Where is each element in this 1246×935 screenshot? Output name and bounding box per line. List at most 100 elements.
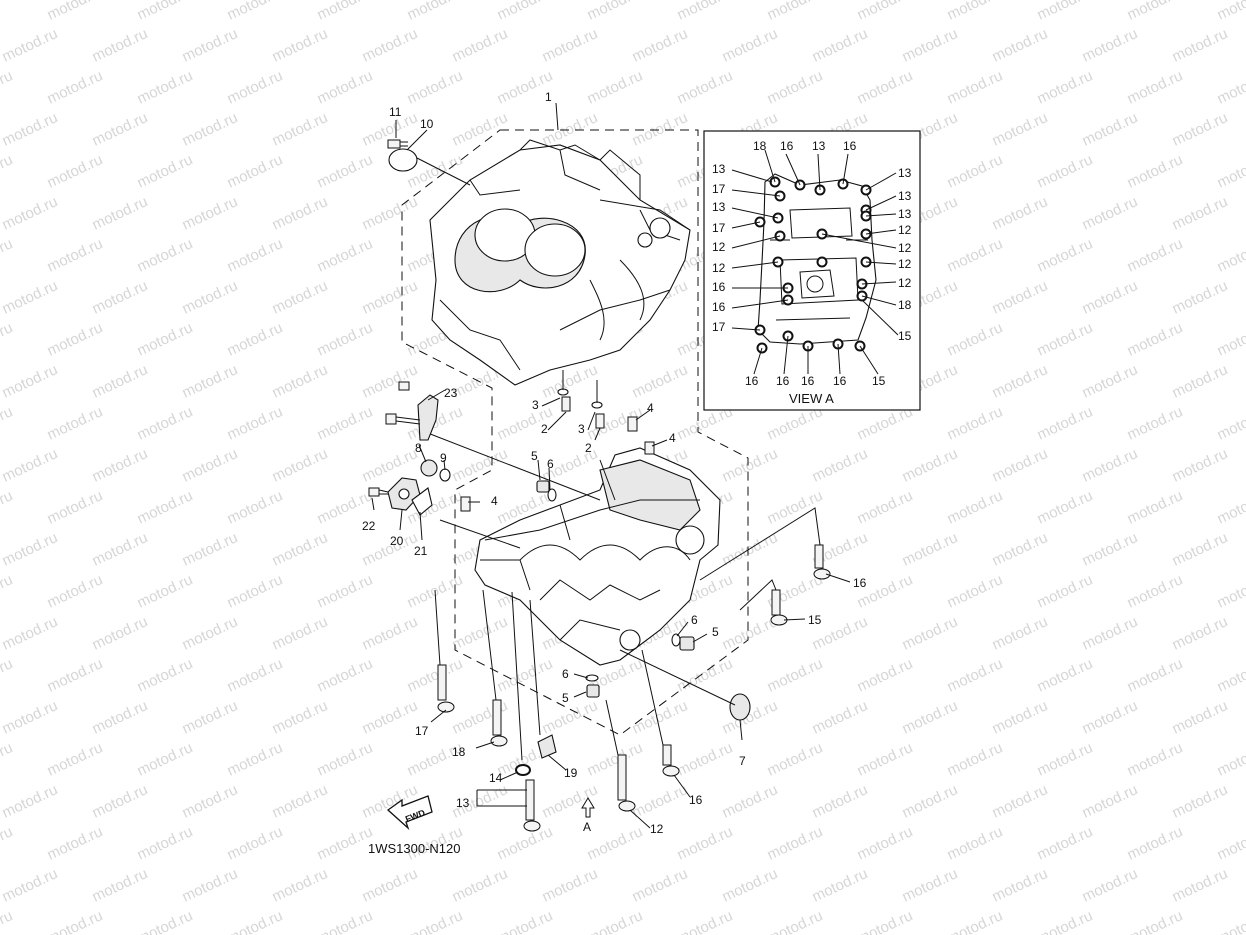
watermark-text: motod.ru (360, 613, 421, 653)
watermark-text: motod.ru (0, 193, 60, 233)
watermark-text: motod.ru (0, 319, 15, 359)
watermark-text: motod.ru (585, 739, 646, 779)
watermark-text: motod.ru (1125, 403, 1186, 443)
watermark-text: motod.ru (0, 823, 15, 863)
watermark-text: motod.ru (1080, 529, 1141, 569)
watermark-text: motod.ru (1035, 319, 1096, 359)
callout-4c: 4 (491, 494, 498, 508)
watermark-text: motod.ru (900, 613, 961, 653)
watermark-text: motod.ru (1035, 0, 1096, 24)
watermark-text: motod.ru (1125, 487, 1186, 527)
watermark-text: motod.ru (1035, 235, 1096, 275)
watermark-text: motod.ru (990, 193, 1051, 233)
watermark-text: motod.ru (0, 403, 15, 443)
watermark-text: motod.ru (180, 865, 241, 905)
watermark-text: motod.ru (0, 277, 60, 317)
watermark-text: motod.ru (1215, 739, 1246, 779)
watermark-text: motod.ru (1035, 571, 1096, 611)
watermark-text: motod.ru (765, 739, 826, 779)
watermark-text: motod.ru (315, 571, 376, 611)
watermark-text: motod.ru (180, 697, 241, 737)
watermark-text: motod.ru (1170, 25, 1231, 65)
watermark-text: motod.ru (855, 0, 916, 24)
watermark-text: motod.ru (945, 319, 1006, 359)
view-a-arrow: A (581, 797, 595, 834)
watermark-text: motod.ru (315, 151, 376, 191)
watermark-text: motod.ru (1170, 529, 1231, 569)
watermark-text: motod.ru (0, 697, 60, 737)
watermark-text: motod.ru (0, 655, 15, 695)
watermark-text: motod.ru (765, 487, 826, 527)
watermark-text: motod.ru (855, 907, 916, 935)
watermark-text: motod.ru (1080, 193, 1141, 233)
callout-19: 19 (564, 766, 578, 780)
watermark-text: motod.ru (675, 655, 736, 695)
va-right-1: 13 (898, 189, 912, 203)
watermark-text: motod.ru (135, 67, 196, 107)
watermark-text: motod.ru (450, 613, 511, 653)
watermark-text: motod.ru (900, 529, 961, 569)
upper-crankcase (401, 129, 749, 736)
watermark-text: motod.ru (630, 781, 691, 821)
va-right-4: 12 (898, 241, 912, 255)
watermark-text: motod.ru (45, 571, 106, 611)
watermark-text: motod.ru (1080, 613, 1141, 653)
watermark-text: motod.ru (135, 907, 196, 935)
watermark-text: motod.ru (45, 823, 106, 863)
watermark-text: motod.ru (1170, 193, 1231, 233)
va-left-8: 17 (712, 320, 726, 334)
watermark-text: motod.ru (1080, 865, 1141, 905)
watermark-text: motod.ru (945, 0, 1006, 24)
bolt-head-marker (816, 256, 828, 268)
callout-21: 21 (414, 544, 428, 558)
watermark-text: motod.ru (450, 865, 511, 905)
watermark-text: motod.ru (1080, 361, 1141, 401)
watermark-text: motod.ru (180, 109, 241, 149)
callout-6b: 6 (691, 613, 698, 627)
watermark-text: motod.ru (0, 571, 15, 611)
watermark-text: motod.ru (0, 865, 60, 905)
va-right-7: 18 (898, 298, 912, 312)
watermark-text: motod.ru (1125, 739, 1186, 779)
watermark-text: motod.ru (1125, 655, 1186, 695)
watermark-text: motod.ru (315, 67, 376, 107)
callout-12: 12 (650, 822, 664, 836)
watermark-text: motod.ru (1215, 907, 1246, 935)
watermark-text: motod.ru (945, 487, 1006, 527)
watermark-text: motod.ru (720, 865, 781, 905)
watermark-text: motod.ru (1170, 277, 1231, 317)
watermark-text: motod.ru (0, 613, 60, 653)
va-left-5: 12 (712, 261, 726, 275)
va-left-4: 12 (712, 240, 726, 254)
watermark-text: motod.ru (135, 0, 196, 24)
va-left-0: 13 (712, 162, 726, 176)
watermark-text: motod.ru (225, 235, 286, 275)
va-top-1: 16 (780, 139, 794, 153)
watermark-text: motod.ru (720, 25, 781, 65)
watermark-text: motod.ru (945, 907, 1006, 935)
watermark-text: motod.ru (1215, 487, 1246, 527)
watermark-text: motod.ru (225, 571, 286, 611)
callout-6c: 6 (562, 667, 569, 681)
watermark-text: motod.ru (675, 823, 736, 863)
va-top-2: 13 (812, 139, 826, 153)
watermark-text: motod.ru (315, 0, 376, 24)
watermark-text: motod.ru (405, 67, 466, 107)
watermark-text: motod.ru (315, 739, 376, 779)
watermark-text: motod.ru (810, 445, 871, 485)
watermark-text: motod.ru (990, 277, 1051, 317)
callout-6a: 6 (547, 457, 554, 471)
watermark-text: motod.ru (135, 655, 196, 695)
watermark-text: motod.ru (810, 781, 871, 821)
va-right-0: 13 (898, 166, 912, 180)
watermark-text: motod.ru (1125, 319, 1186, 359)
watermark-text: motod.ru (1170, 865, 1231, 905)
watermark-text: motod.ru (135, 403, 196, 443)
watermark-text: motod.ru (360, 277, 421, 317)
watermark-text: motod.ru (0, 25, 60, 65)
callout-18: 18 (452, 745, 466, 759)
watermark-text: motod.ru (765, 655, 826, 695)
watermark-text: motod.ru (360, 193, 421, 233)
callout-4b: 4 (669, 431, 676, 445)
watermark-text: motod.ru (1035, 487, 1096, 527)
